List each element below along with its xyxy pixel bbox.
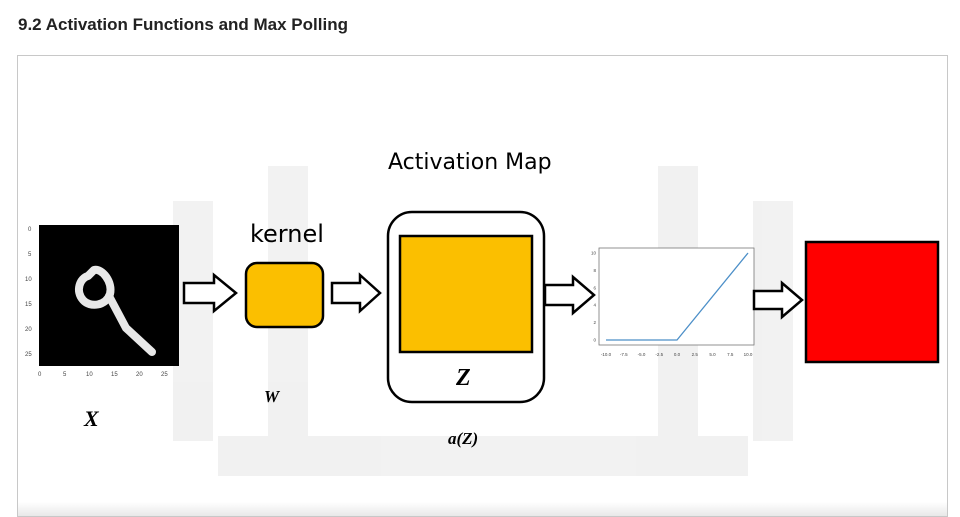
relu-x-tick-label: 7.5 (727, 352, 734, 357)
tick-label: 15 (111, 372, 118, 378)
tick-label: 0 (38, 372, 42, 378)
relu-x-ticks: -10.0 -7.5 -5.0 -2.5 0.0 2.5 5.0 7.5 10.0 (601, 352, 753, 357)
tick-label: 0 (28, 227, 32, 233)
arrow-right-icon (752, 280, 804, 320)
relu-x-tick-label: -7.5 (620, 352, 628, 357)
tick-label: 5 (63, 372, 67, 378)
output-box (804, 240, 940, 364)
arrow-right-icon (182, 272, 238, 314)
image-y-ticks: 0 5 10 15 20 25 (25, 227, 32, 358)
relu-plot-frame (598, 247, 755, 346)
tick-label: 10 (86, 372, 93, 378)
relu-line (606, 252, 749, 341)
weight-symbol: W (264, 387, 281, 406)
activation-label: a(Z) (448, 429, 478, 448)
tick-label: 25 (161, 372, 168, 378)
activation-map-fill (398, 234, 534, 354)
kernel-box (244, 261, 325, 329)
tick-label: 20 (136, 372, 143, 378)
tick-label: 10 (25, 277, 32, 283)
kernel-label: kernel (250, 220, 324, 248)
tick-label: 5 (28, 252, 32, 258)
tick-label: 15 (25, 302, 32, 308)
relu-y-ticks: 0 2 4 6 8 10 (591, 251, 597, 343)
tick-label: 25 (25, 352, 32, 358)
relu-y-tick-label: 0 (593, 338, 596, 343)
z-symbol: Z (455, 365, 471, 391)
relu-x-tick-label: 10.0 (744, 352, 753, 357)
slide-frame: 0 5 10 15 20 25 0 5 10 15 20 25 X kernel… (17, 55, 948, 517)
relu-y-tick-label: 2 (593, 320, 596, 325)
relu-plot: -10.0 -7.5 -5.0 -2.5 0.0 2.5 5.0 7.5 10.0 0 2 4 6 8 1… (591, 247, 755, 357)
relu-x-tick-label: 2.5 (692, 352, 699, 357)
relu-y-tick-label: 6 (593, 285, 596, 290)
bottom-fade (18, 502, 947, 516)
activation-diagram: 0 5 10 15 20 25 0 5 10 15 20 25 X kernel… (25, 150, 940, 476)
arrow-right-icon (543, 274, 596, 316)
input-symbol: X (83, 406, 100, 431)
activation-map-title: Activation Map (388, 150, 552, 175)
section-title: 9.2 Activation Functions and Max Polling (18, 15, 348, 34)
relu-y-tick-label: 10 (591, 251, 597, 256)
arrow-right-icon (330, 272, 382, 314)
relu-x-tick-label: -10.0 (601, 352, 612, 357)
tick-label: 20 (25, 327, 32, 333)
relu-x-tick-label: 0.0 (674, 352, 681, 357)
relu-x-tick-label: 5.0 (709, 352, 716, 357)
relu-y-tick-label: 8 (593, 268, 596, 273)
relu-x-tick-label: -5.0 (638, 352, 646, 357)
relu-x-tick-label: -2.5 (655, 352, 663, 357)
relu-y-tick-label: 4 (593, 303, 596, 308)
input-image: 0 5 10 15 20 25 0 5 10 15 20 25 (25, 225, 179, 378)
image-x-ticks: 0 5 10 15 20 25 (38, 372, 168, 378)
